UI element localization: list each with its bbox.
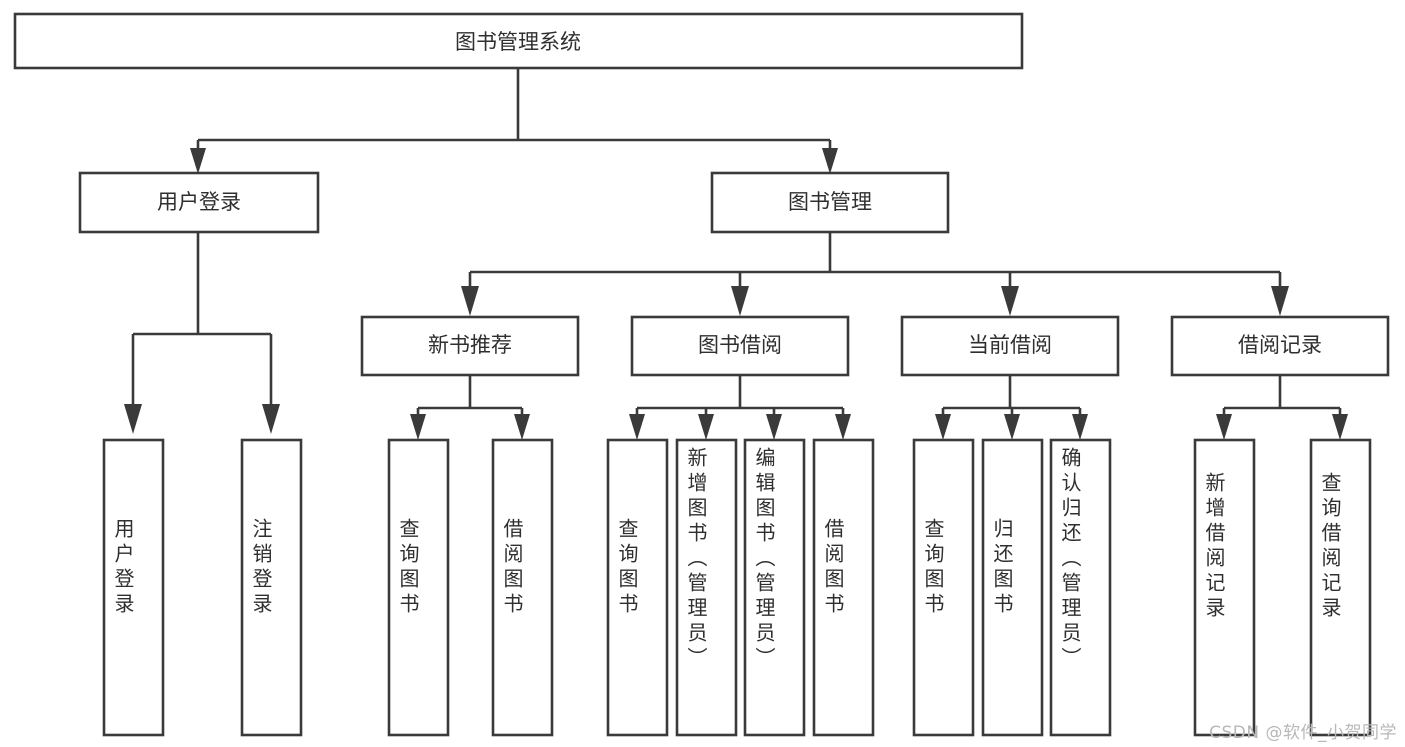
arrow-head-leaf-borrow-book-1 <box>514 414 530 440</box>
arrow-head-leaf-user-logout <box>262 404 280 434</box>
node-user-login-rect[interactable] <box>78 171 320 234</box>
node-current-borrow-rect[interactable] <box>900 315 1120 377</box>
node-leaf-edit-book-rect[interactable] <box>743 438 806 737</box>
node-book-borrow-rect[interactable] <box>630 315 850 377</box>
arrow-head-book-management <box>822 148 838 174</box>
watermark: CSDN @软件_小贺同学 <box>1209 723 1397 743</box>
arrow-head-leaf-edit-book <box>766 414 782 440</box>
node-user-login[interactable]: 用户登录 <box>78 171 320 234</box>
connector-group-book-management <box>461 232 1289 316</box>
node-leaf-borrow-book-1-rect[interactable] <box>491 438 554 737</box>
arrow-head-book-borrow <box>731 286 749 316</box>
node-borrow-record-label: 借阅记录 <box>1238 333 1322 357</box>
node-leaf-return-book-rect[interactable] <box>981 438 1044 737</box>
arrow-head-borrow-record <box>1271 286 1289 316</box>
node-current-borrow[interactable]: 当前借阅 <box>900 315 1120 377</box>
node-leaf-borrow-book-2-rect[interactable] <box>812 438 875 737</box>
node-leaf-add-record-rect[interactable] <box>1193 438 1256 737</box>
node-book-borrow[interactable]: 图书借阅 <box>630 315 850 377</box>
node-leaf-user-logout-rect[interactable] <box>240 438 303 737</box>
node-book-management-rect[interactable] <box>710 171 950 234</box>
node-root-label: 图书管理系统 <box>455 30 581 54</box>
node-leaf-query-record-rect[interactable] <box>1309 438 1372 737</box>
node-user-login-label: 用户登录 <box>157 190 241 214</box>
arrow-head-leaf-user-login <box>124 404 142 434</box>
connector-group-borrow-record <box>1216 375 1348 440</box>
node-new-book-recommend-label: 新书推荐 <box>428 333 512 357</box>
arrow-head-new-book-recommend <box>461 286 479 316</box>
node-leaf-confirm-return-rect[interactable] <box>1049 438 1112 737</box>
node-leaf-query-book-3-rect[interactable] <box>912 438 975 737</box>
node-book-management-label: 图书管理 <box>788 190 872 214</box>
arrow-head-leaf-query-book-1 <box>410 414 426 440</box>
node-book-management[interactable]: 图书管理 <box>710 171 950 234</box>
node-new-book-recommend-rect[interactable] <box>360 315 580 377</box>
arrow-head-leaf-confirm-return <box>1072 414 1088 440</box>
arrow-head-leaf-borrow-book-2 <box>835 414 851 440</box>
connector-group-root <box>190 68 838 174</box>
arrow-head-current-borrow <box>1001 286 1019 316</box>
node-leaf-user-login-rect[interactable] <box>102 438 165 737</box>
arrow-head-leaf-query-book-2 <box>629 414 645 440</box>
node-leaf-add-book-rect[interactable] <box>675 438 738 737</box>
node-leaf-query-book-2-rect[interactable] <box>606 438 669 737</box>
arrow-head-leaf-query-book-3 <box>935 414 951 440</box>
arrow-head-leaf-add-book <box>698 414 714 440</box>
node-book-borrow-label: 图书借阅 <box>698 333 782 357</box>
connector-group-current-borrow <box>935 375 1088 440</box>
arrow-head-leaf-add-record <box>1216 414 1232 440</box>
connector-group-new-book-recommend <box>410 375 530 440</box>
node-borrow-record[interactable]: 借阅记录 <box>1170 315 1390 377</box>
node-new-book-recommend[interactable]: 新书推荐 <box>360 315 580 377</box>
node-borrow-record-rect[interactable] <box>1170 315 1390 377</box>
arrow-head-leaf-query-record <box>1332 414 1348 440</box>
arrow-head-user-login <box>190 148 206 174</box>
connector-group-book-borrow <box>629 375 851 440</box>
node-leaf-query-book-1-rect[interactable] <box>387 438 450 737</box>
connector-group-user-login <box>124 232 280 434</box>
node-root[interactable]: 图书管理系统 <box>13 12 1024 70</box>
arrow-head-leaf-return-book <box>1004 414 1020 440</box>
node-current-borrow-label: 当前借阅 <box>968 333 1052 357</box>
node-root-rect[interactable] <box>13 12 1024 70</box>
